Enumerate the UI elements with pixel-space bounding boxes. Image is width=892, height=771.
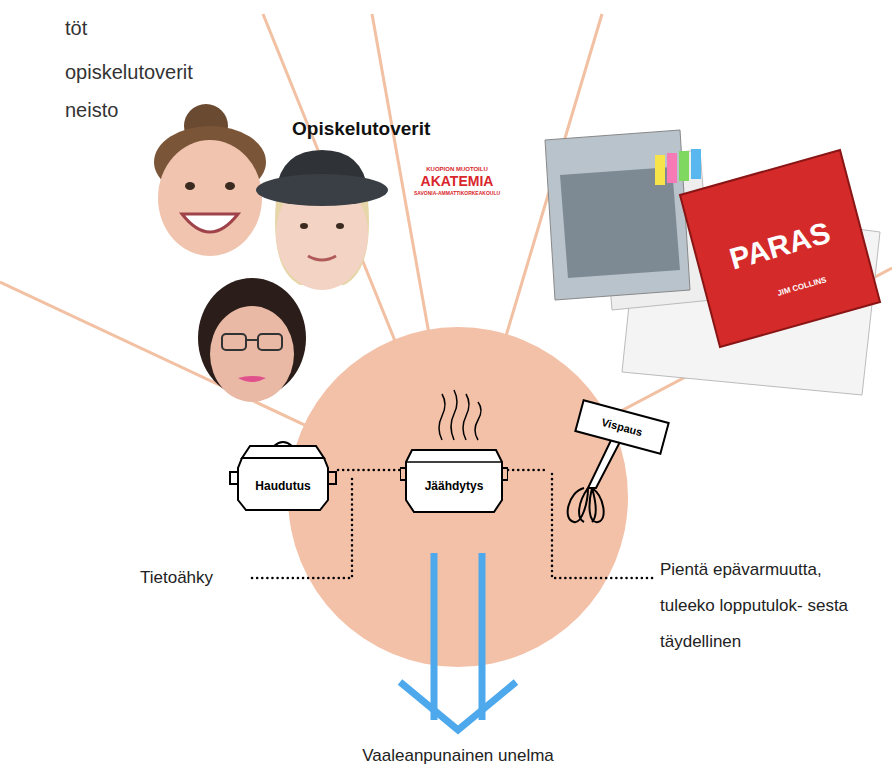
face-photo bbox=[336, 223, 344, 229]
steam-lines bbox=[439, 390, 481, 440]
label-text: AKATEMIA bbox=[421, 173, 494, 190]
result-arrow bbox=[400, 682, 516, 730]
face-photo bbox=[182, 214, 238, 232]
face-photo bbox=[258, 334, 282, 350]
books-photo bbox=[667, 153, 677, 183]
label-text: töt bbox=[65, 16, 87, 40]
result-arrow bbox=[431, 553, 438, 720]
node-outline bbox=[548, 392, 676, 526]
steam-lines bbox=[439, 394, 445, 440]
books-photo bbox=[680, 150, 880, 347]
node-outline bbox=[575, 400, 668, 454]
note-text: Tietoähky bbox=[140, 568, 213, 588]
pot-node: Haudutus bbox=[228, 428, 338, 512]
label-text: KUOPION MUOTOILU bbox=[426, 166, 488, 173]
face-photo bbox=[256, 150, 388, 290]
result-arrow bbox=[479, 553, 486, 720]
face-photo bbox=[222, 334, 246, 350]
node-outline bbox=[406, 450, 502, 512]
face-photo bbox=[158, 140, 262, 256]
label-text: Opiskelutoverit bbox=[292, 118, 430, 141]
node-outline bbox=[228, 428, 338, 512]
mixer-node: Vispaus bbox=[548, 392, 676, 526]
face-photo bbox=[154, 104, 266, 256]
node-label: Haudutus bbox=[255, 479, 310, 493]
steam-lines bbox=[463, 394, 469, 440]
face-photo bbox=[308, 256, 336, 260]
node-outline bbox=[274, 442, 292, 446]
node-outline bbox=[568, 488, 604, 522]
books-photo bbox=[691, 149, 701, 179]
face-photo bbox=[185, 182, 195, 190]
node-outline bbox=[406, 461, 502, 463]
leader-lines bbox=[552, 474, 655, 578]
label-text: neisto bbox=[65, 98, 118, 122]
face-photo bbox=[210, 306, 294, 402]
books-photo bbox=[655, 155, 665, 185]
dotted-connector bbox=[338, 469, 400, 472]
node-label: Jäähdytys bbox=[425, 479, 484, 493]
books-photo bbox=[679, 151, 689, 181]
label-text: SAVONIA-AMMATTIKORKEAKOULU bbox=[414, 190, 500, 196]
dotted-connector bbox=[508, 469, 548, 472]
node-outline bbox=[242, 446, 324, 458]
face-photo bbox=[256, 174, 388, 206]
result-arrow bbox=[400, 553, 516, 730]
steam-lines bbox=[475, 402, 481, 440]
steam-lines bbox=[451, 390, 457, 440]
face-photo bbox=[238, 376, 266, 382]
face-photo bbox=[246, 339, 258, 341]
face-photo bbox=[300, 223, 308, 229]
node-outline bbox=[238, 458, 328, 510]
books-photo bbox=[545, 130, 880, 395]
center-circle bbox=[288, 327, 628, 667]
node-outline bbox=[400, 468, 508, 480]
face-photo bbox=[225, 182, 235, 190]
leader-lines bbox=[252, 474, 352, 578]
label-text: Vaaleanpunainen unelma bbox=[362, 746, 554, 766]
label-text: opiskelutoverit bbox=[65, 60, 193, 84]
node-outline bbox=[575, 400, 668, 454]
pot-node: Jäähdytys bbox=[400, 442, 508, 516]
note-text: Pientä epävarmuutta, tuleeko lopputulok-… bbox=[660, 552, 850, 660]
face-photo bbox=[198, 278, 306, 402]
books-photo bbox=[545, 130, 690, 300]
